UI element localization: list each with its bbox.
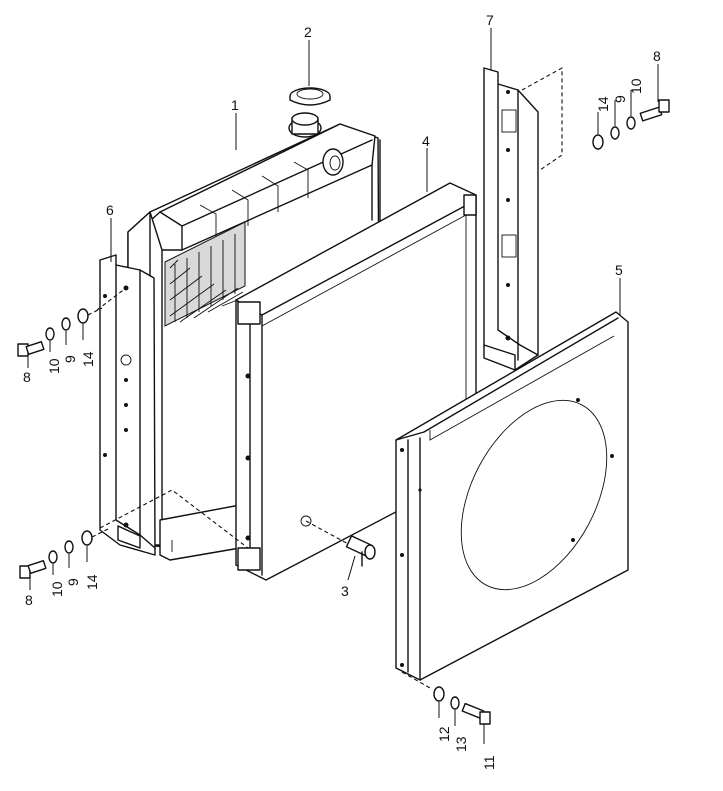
shroud-hardware — [433, 686, 491, 725]
callout-12: 12 — [436, 726, 452, 742]
bolt-8a — [17, 341, 45, 357]
fan-shroud — [395, 311, 629, 689]
callout-8-left-upper: 8 — [23, 369, 31, 385]
callout-6: 6 — [106, 202, 114, 218]
callout-10-left-upper: 10 — [46, 358, 62, 374]
callout-14-right: 14 — [595, 96, 611, 112]
callout-11: 11 — [481, 755, 497, 770]
callout-1: 1 — [231, 97, 239, 113]
callout-9-right: 9 — [612, 95, 628, 103]
callout-labels: 1 2 3 4 5 6 7 8 9 10 14 8 10 9 14 8 10 9… — [23, 12, 661, 770]
right-bracket — [483, 67, 563, 371]
radiator-cap — [289, 87, 331, 106]
radiator-core-fins — [164, 221, 246, 327]
callout-13: 13 — [453, 736, 469, 752]
left-lower-hardware — [19, 527, 111, 579]
callout-5: 5 — [615, 262, 623, 278]
callout-2: 2 — [304, 24, 312, 40]
left-bracket — [96, 254, 249, 556]
callout-10-left-lower: 10 — [49, 581, 65, 597]
callout-7: 7 — [486, 12, 494, 28]
callout-3: 3 — [341, 583, 349, 599]
drain-plug — [305, 520, 376, 567]
callout-8-left-lower: 8 — [25, 592, 33, 608]
callout-14-left-upper: 14 — [80, 351, 96, 367]
leader-lines — [27, 28, 659, 744]
callout-9-left-upper: 9 — [62, 355, 78, 363]
right-upper-hardware — [592, 99, 670, 150]
callout-9-left-lower: 9 — [65, 578, 81, 586]
left-upper-hardware — [17, 307, 103, 357]
callout-4: 4 — [422, 133, 430, 149]
callout-10-right: 10 — [628, 78, 644, 94]
callout-14-left-lower: 14 — [84, 574, 100, 590]
callout-8-right: 8 — [653, 48, 661, 64]
